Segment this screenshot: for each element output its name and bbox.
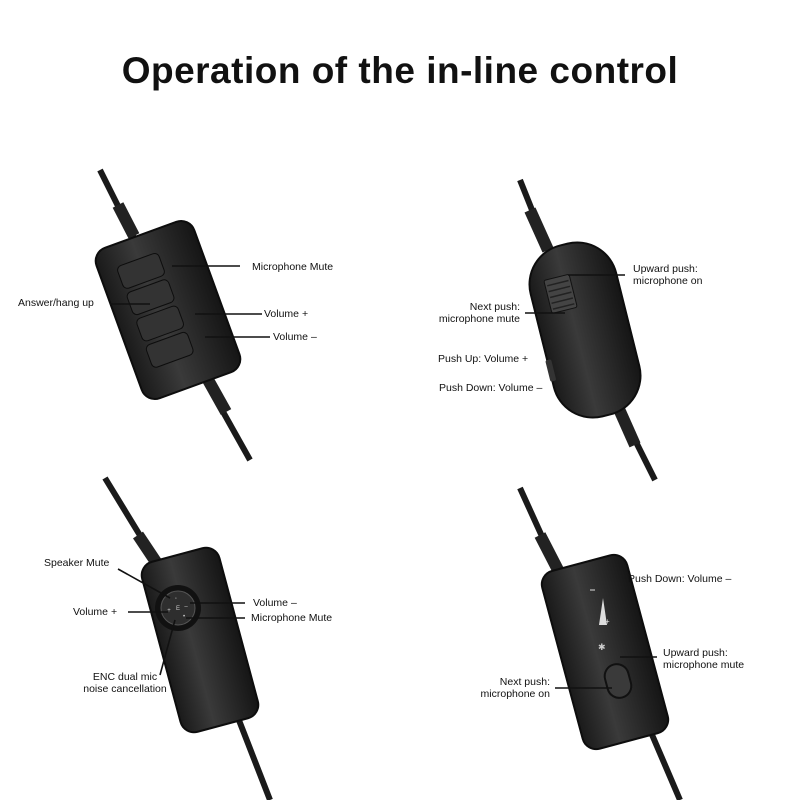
svg-text:–: – bbox=[184, 604, 188, 610]
label-next-push: Next push: microphone on bbox=[430, 676, 550, 700]
label-answer-hang-up: Answer/hang up bbox=[18, 297, 94, 309]
leader-lines bbox=[110, 265, 657, 689]
label-upward-push: Upward push: microphone mute bbox=[663, 647, 744, 671]
svg-text:•: • bbox=[183, 614, 185, 620]
label-microphone-mute: Microphone Mute bbox=[251, 612, 333, 624]
label-volume-down: Volume – bbox=[273, 331, 317, 343]
control1-device bbox=[94, 168, 253, 462]
label-speaker-mute: Speaker Mute bbox=[44, 557, 110, 569]
svg-text:◦: ◦ bbox=[175, 596, 177, 602]
svg-text:E: E bbox=[176, 606, 180, 612]
label-volume-down: Volume – bbox=[253, 597, 297, 609]
control4-device: + ✱ bbox=[517, 486, 683, 800]
label-line: ENC dual mic bbox=[92, 671, 158, 683]
label-line: Next push: bbox=[499, 676, 550, 688]
label-line: microphone mute bbox=[438, 313, 520, 325]
label-push-down: Push Down: Volume – bbox=[628, 573, 732, 585]
label-microphone-mute: Microphone Mute bbox=[252, 261, 334, 273]
label-line: microphone mute bbox=[663, 659, 745, 671]
label-push-up: Push Up: Volume + bbox=[438, 353, 529, 365]
label-line: microphone on bbox=[633, 275, 703, 287]
label-volume-up: Volume + bbox=[73, 606, 118, 618]
label-volume-up: Volume + bbox=[264, 308, 309, 320]
label-line: noise cancellation bbox=[83, 683, 167, 695]
page-title: Operation of the in-line control bbox=[121, 50, 679, 91]
svg-text:✱: ✱ bbox=[598, 642, 606, 652]
label-line: Upward push: bbox=[633, 263, 698, 275]
label-upward-push: Upward push: microphone on bbox=[633, 263, 702, 287]
label-enc: ENC dual mic noise cancellation bbox=[65, 671, 185, 695]
label-line: microphone on bbox=[480, 688, 550, 700]
label-push-down: Push Down: Volume – bbox=[439, 382, 543, 394]
label-next-push: Next push: microphone mute bbox=[400, 301, 520, 325]
label-line: Upward push: bbox=[663, 647, 728, 659]
svg-text:+: + bbox=[167, 608, 171, 614]
control3-device: ◦ – + E• bbox=[102, 476, 273, 800]
control2-device bbox=[517, 178, 658, 482]
svg-text:+: + bbox=[605, 617, 610, 626]
label-line: Next push: bbox=[469, 301, 520, 313]
